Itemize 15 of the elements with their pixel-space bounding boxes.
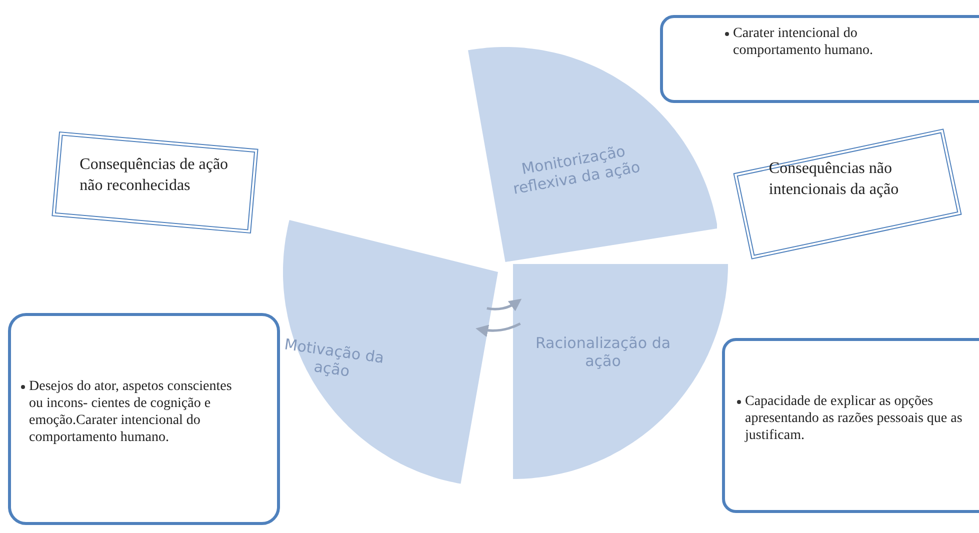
text-card bbox=[660, 15, 979, 103]
box-text: Consequências de ação não reconhecidas bbox=[80, 154, 230, 196]
pie-segment bbox=[283, 220, 498, 484]
pie-segment bbox=[468, 47, 718, 262]
bullet-text: Capacidade de explicar as opções apresentando as razões pessoais que as justificam. bbox=[745, 393, 964, 444]
text-card bbox=[8, 313, 280, 525]
pie-segment bbox=[513, 264, 728, 479]
text-card bbox=[722, 338, 979, 513]
cycle-arrow bbox=[486, 298, 522, 312]
cycle-arrow bbox=[476, 322, 521, 337]
bullet-text: Desejos do ator, aspetos conscientes ou incons- cientes de cognição e emoção.Carater intencional do comportamento humano. bbox=[29, 378, 233, 446]
segment-label: Racionalização da ação bbox=[534, 334, 672, 370]
bullet-text: Carater intencional do comportamento humano. bbox=[733, 25, 874, 59]
box-text: Consequências não intencionais da ação bbox=[768, 158, 900, 200]
segment-label: Motivação da ação bbox=[282, 334, 386, 382]
